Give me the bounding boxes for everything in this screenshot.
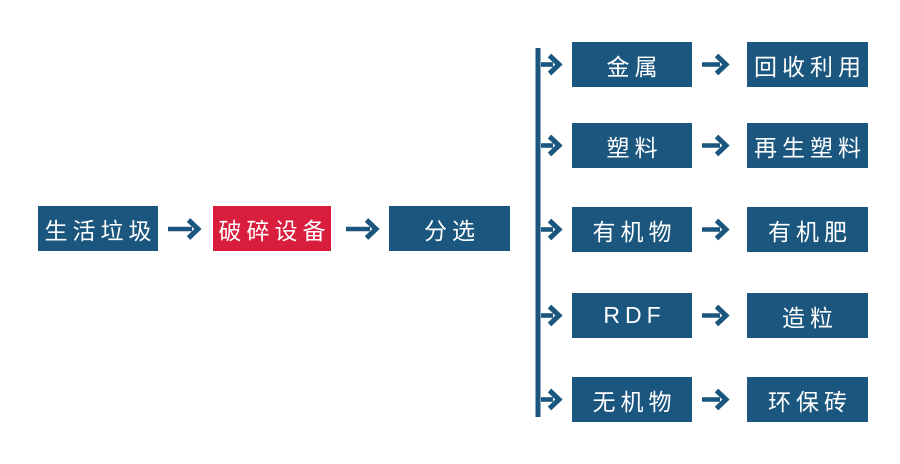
node-material-rdf: RDF xyxy=(572,293,692,338)
node-sorting: 分选 xyxy=(389,206,510,251)
branch-arrow-icon xyxy=(541,53,563,76)
node-crushing-equipment: 破碎设备 xyxy=(213,206,331,251)
node-output-granulation: 造粒 xyxy=(747,293,868,338)
branch-arrow-icon xyxy=(541,134,563,157)
node-material-organic: 有机物 xyxy=(572,207,692,252)
node-material-metal: 金属 xyxy=(572,42,692,87)
branch-arrow-icon xyxy=(541,388,563,411)
output-arrow-icon xyxy=(702,304,730,327)
node-household-waste: 生活垃圾 xyxy=(38,206,158,251)
node-output-recycled-plastic: 再生塑料 xyxy=(747,123,868,168)
output-arrow-icon xyxy=(702,53,730,76)
node-output-organic-fertilizer: 有机肥 xyxy=(747,207,868,252)
branch-arrow-icon xyxy=(541,218,563,241)
arrow-icon xyxy=(346,218,380,240)
node-output-recycling: 回收利用 xyxy=(747,42,868,87)
output-arrow-icon xyxy=(702,218,730,241)
output-arrow-icon xyxy=(702,134,730,157)
output-arrow-icon xyxy=(702,388,730,411)
node-material-plastic: 塑料 xyxy=(572,123,692,168)
arrow-icon xyxy=(168,218,202,240)
node-material-inorganic: 无机物 xyxy=(572,377,692,422)
node-output-eco-brick: 环保砖 xyxy=(747,377,868,422)
branch-arrow-icon xyxy=(541,304,563,327)
